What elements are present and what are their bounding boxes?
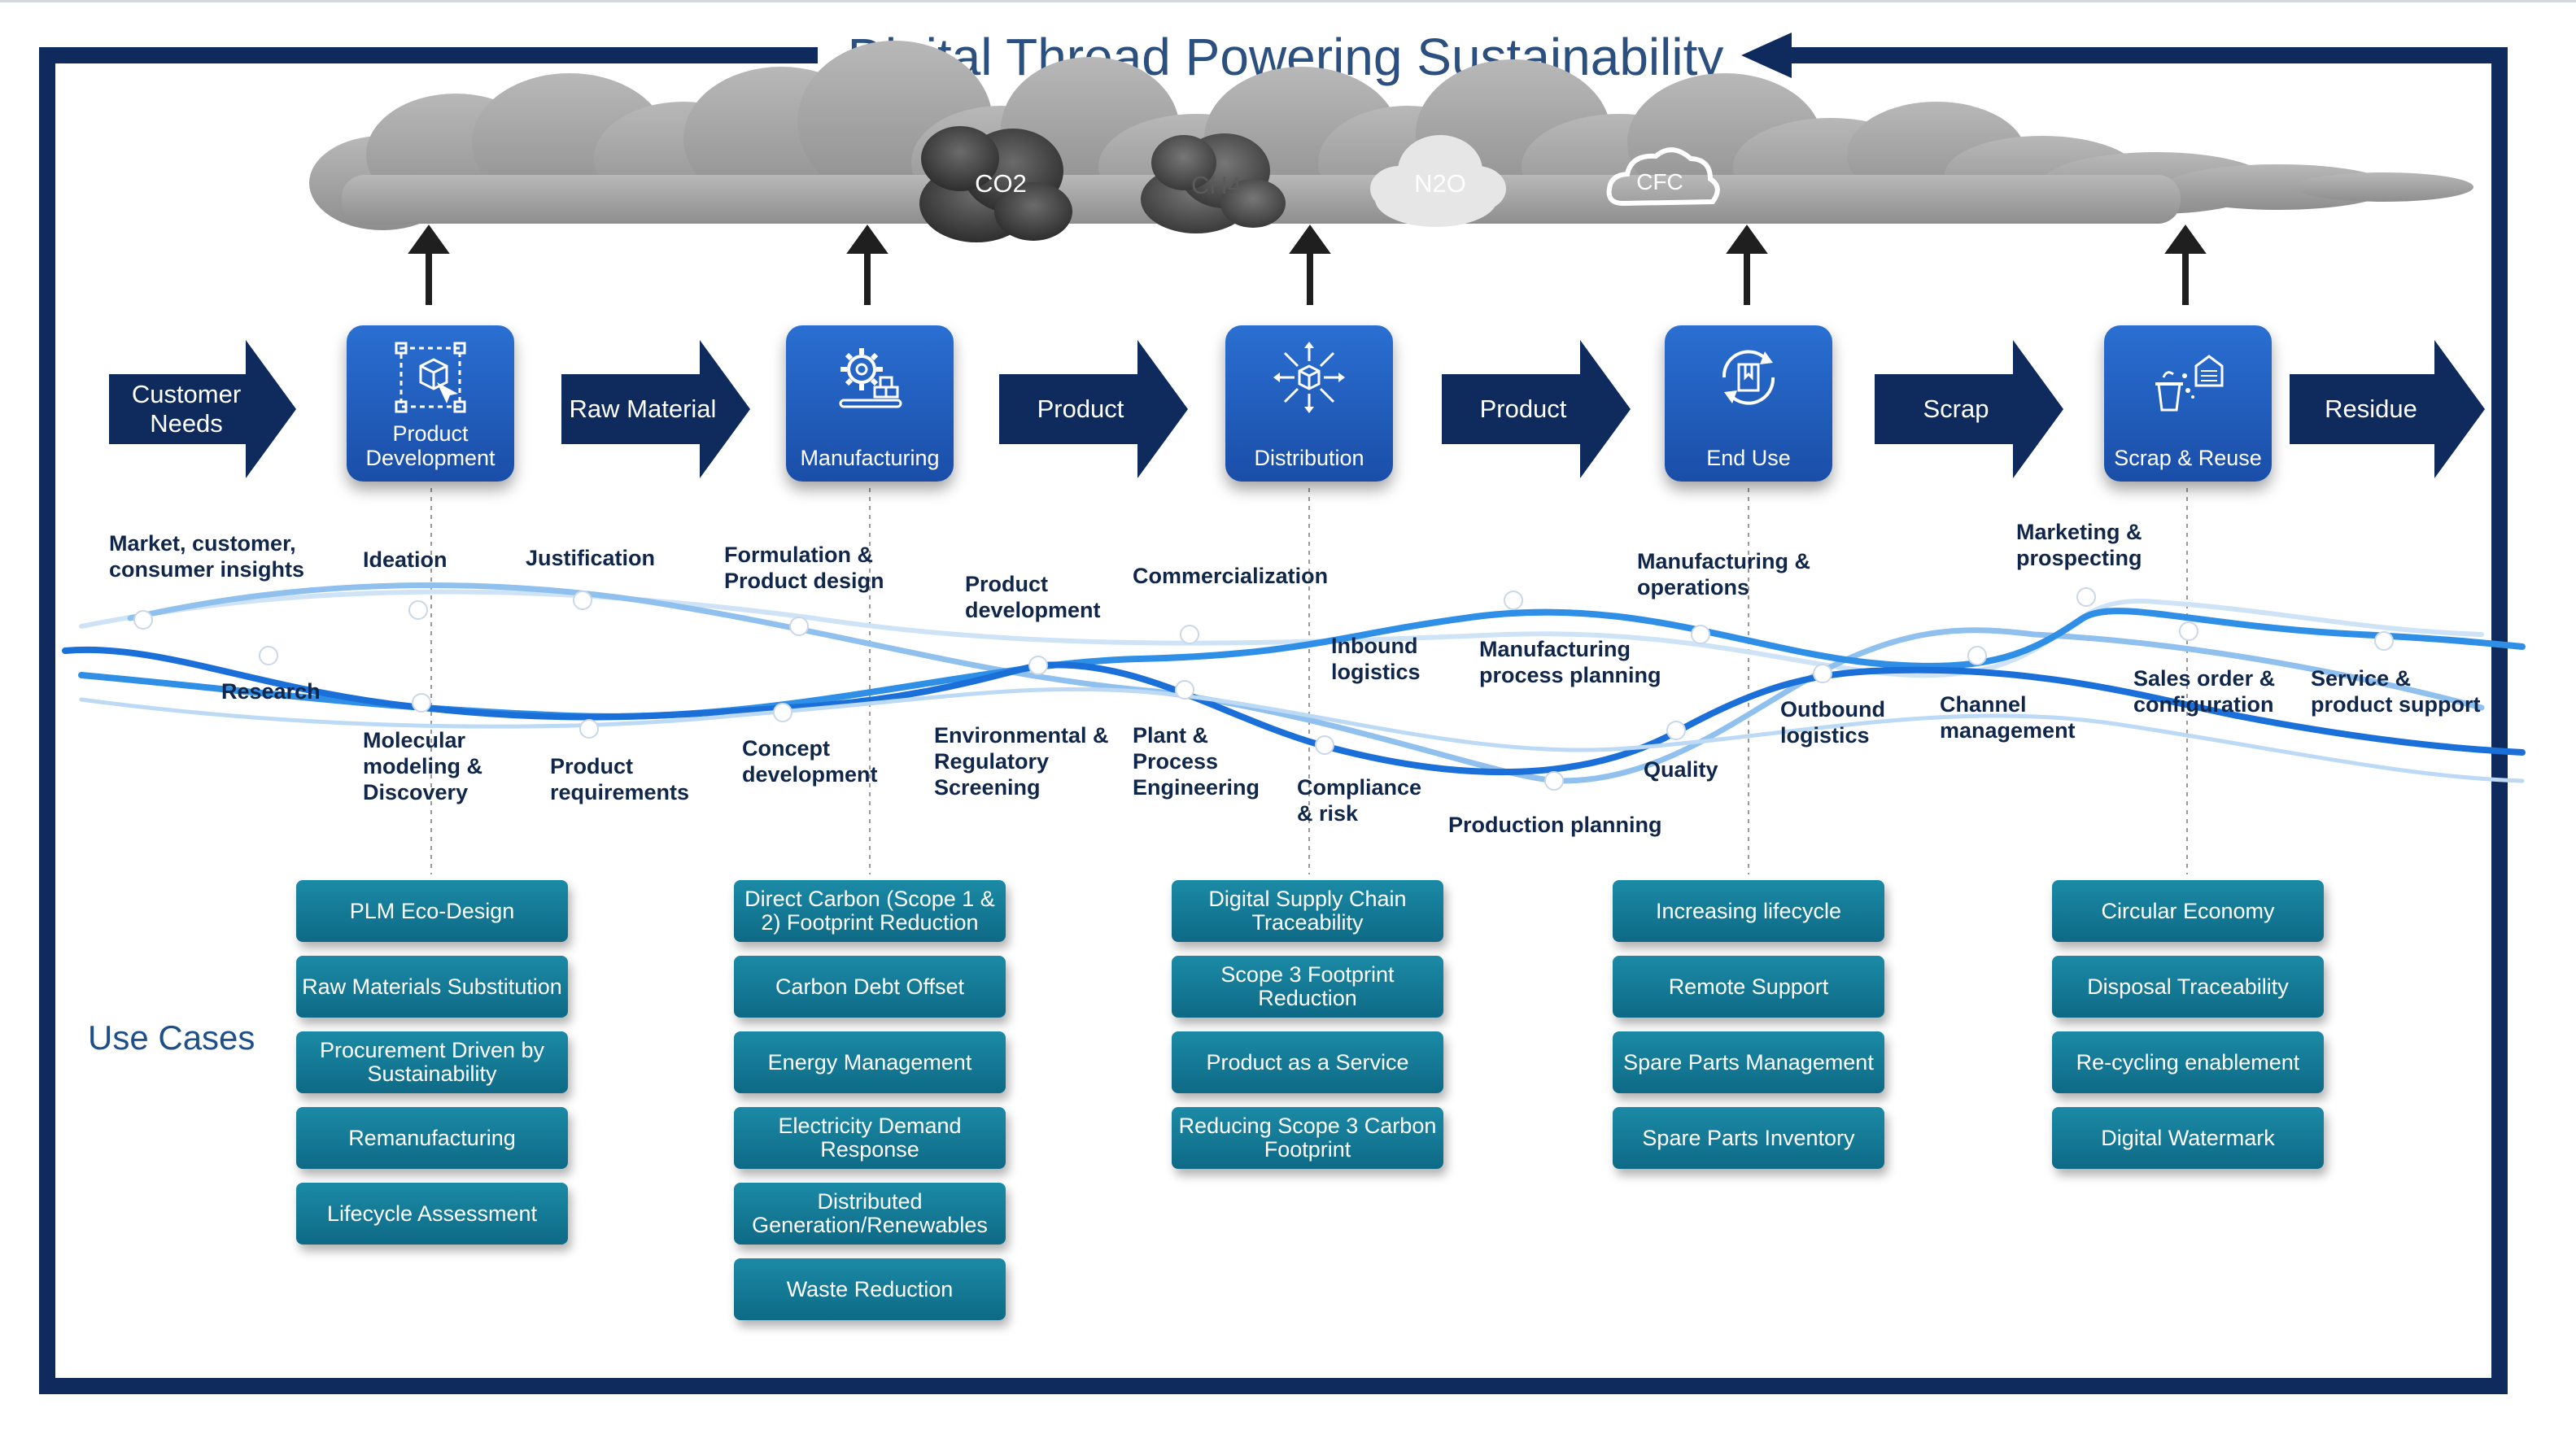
step-label: Channel management bbox=[1940, 692, 2076, 743]
cfc-cloud-icon bbox=[1606, 147, 1720, 207]
step-label: Research bbox=[221, 679, 321, 704]
flow-arrow-product-2: Product bbox=[1442, 340, 1631, 478]
ch4-cloud-icon bbox=[1141, 133, 1286, 233]
step-label: Marketing & prospecting bbox=[2016, 520, 2142, 570]
flow-arrow-product-1: Product bbox=[999, 340, 1188, 478]
use-case-card: Waste Reduction bbox=[734, 1258, 1006, 1320]
stage-scrap-reuse: Scrap & Reuse bbox=[2104, 325, 2272, 482]
co2-cloud-icon bbox=[919, 126, 1072, 242]
step-label: Plant & Process Engineering bbox=[1133, 723, 1260, 800]
use-case-card: Energy Management bbox=[734, 1031, 1006, 1093]
ch4-label: CH4 bbox=[1190, 171, 1242, 199]
step-label: Ideation bbox=[363, 547, 448, 572]
use-case-card: Distributed Generation/Renewables bbox=[734, 1183, 1006, 1245]
co2-label: CO2 bbox=[975, 169, 1027, 198]
use-case-card: Circular Economy bbox=[2052, 880, 2324, 942]
use-case-card: Increasing lifecycle bbox=[1613, 880, 1884, 942]
step-label: Concept development bbox=[742, 736, 878, 787]
step-label: Service & product support bbox=[2311, 666, 2481, 717]
step-label: Molecular modeling & Discovery bbox=[363, 728, 482, 804]
step-label: Justification bbox=[526, 546, 656, 570]
outer-frame bbox=[39, 47, 2508, 1394]
use-cases-label: Use Cases bbox=[88, 1018, 255, 1057]
manufacturing-icon bbox=[839, 348, 902, 408]
step-label: Inbound logistics bbox=[1331, 634, 1421, 684]
use-case-card: Remanufacturing bbox=[296, 1107, 568, 1169]
product-development-icon bbox=[395, 342, 466, 413]
emission-cloud-band bbox=[309, 41, 2473, 305]
top-divider bbox=[0, 0, 2576, 2]
emission-arrows bbox=[408, 225, 2207, 305]
step-label: Product requirements bbox=[550, 754, 690, 804]
feedback-arrowhead-icon bbox=[1741, 33, 1792, 78]
stage-distribution: Distribution bbox=[1225, 325, 1393, 482]
use-case-card: Procurement Driven by Sustainability bbox=[296, 1031, 568, 1093]
cfc-label: CFC bbox=[1636, 169, 1683, 194]
end-use-icon bbox=[1722, 350, 1775, 405]
step-label: Market, customer, consumer insights bbox=[109, 531, 305, 582]
thread-nodes bbox=[133, 587, 2394, 791]
step-label: Product development bbox=[965, 572, 1101, 622]
n2o-cloud-icon bbox=[1370, 135, 1506, 227]
stage-manufacturing: Manufacturing bbox=[786, 325, 954, 482]
use-case-card: Re-cycling enablement bbox=[2052, 1031, 2324, 1093]
wave-a bbox=[79, 589, 2484, 678]
use-case-card: Reducing Scope 3 Carbon Footprint bbox=[1172, 1107, 1443, 1169]
use-case-card: Disposal Traceability bbox=[2052, 956, 2324, 1018]
use-case-card: Digital Watermark bbox=[2052, 1107, 2324, 1169]
step-label: Manufacturing process planning bbox=[1479, 637, 1661, 687]
flow-arrow-customer-needs: Customer Needs bbox=[109, 340, 296, 478]
use-case-card: Electricity Demand Response bbox=[734, 1107, 1006, 1169]
stage-end-use: End Use bbox=[1665, 325, 1832, 482]
use-case-card: PLM Eco-Design bbox=[296, 880, 568, 942]
step-label: Environmental & Regulatory Screening bbox=[934, 723, 1109, 800]
use-case-card: Lifecycle Assessment bbox=[296, 1183, 568, 1245]
use-case-card: Carbon Debt Offset bbox=[734, 956, 1006, 1018]
use-case-card: Raw Materials Substitution bbox=[296, 956, 568, 1018]
use-case-card: Spare Parts Management bbox=[1613, 1031, 1884, 1093]
step-label: Manufacturing & operations bbox=[1637, 549, 1810, 599]
step-label: Commercialization bbox=[1133, 564, 1329, 588]
use-case-card: Digital Supply Chain Traceability bbox=[1172, 880, 1443, 942]
stage-product-development: Product Development bbox=[347, 325, 514, 482]
flow-arrow-scrap: Scrap bbox=[1875, 340, 2063, 478]
flow-arrow-residue: Residue bbox=[2290, 340, 2485, 478]
step-label: Sales order & configuration bbox=[2133, 666, 2276, 717]
use-case-card: Spare Parts Inventory bbox=[1613, 1107, 1884, 1169]
n2o-label: N2O bbox=[1414, 169, 1466, 198]
step-label: Compliance & risk bbox=[1297, 775, 1422, 826]
distribution-icon bbox=[1273, 342, 1345, 413]
use-case-card: Product as a Service bbox=[1172, 1031, 1443, 1093]
use-case-card: Remote Support bbox=[1613, 956, 1884, 1018]
use-case-card: Scope 3 Footprint Reduction bbox=[1172, 956, 1443, 1018]
flow-arrow-raw-material: Raw Material bbox=[561, 340, 750, 478]
step-label: Outbound logistics bbox=[1780, 697, 1885, 748]
step-label: Quality bbox=[1644, 757, 1718, 782]
step-label: Formulation & Product design bbox=[724, 543, 884, 593]
use-case-card: Direct Carbon (Scope 1 & 2) Footprint Re… bbox=[734, 880, 1006, 942]
step-label: Production planning bbox=[1448, 813, 1662, 837]
scrap-reuse-icon bbox=[2155, 355, 2224, 412]
